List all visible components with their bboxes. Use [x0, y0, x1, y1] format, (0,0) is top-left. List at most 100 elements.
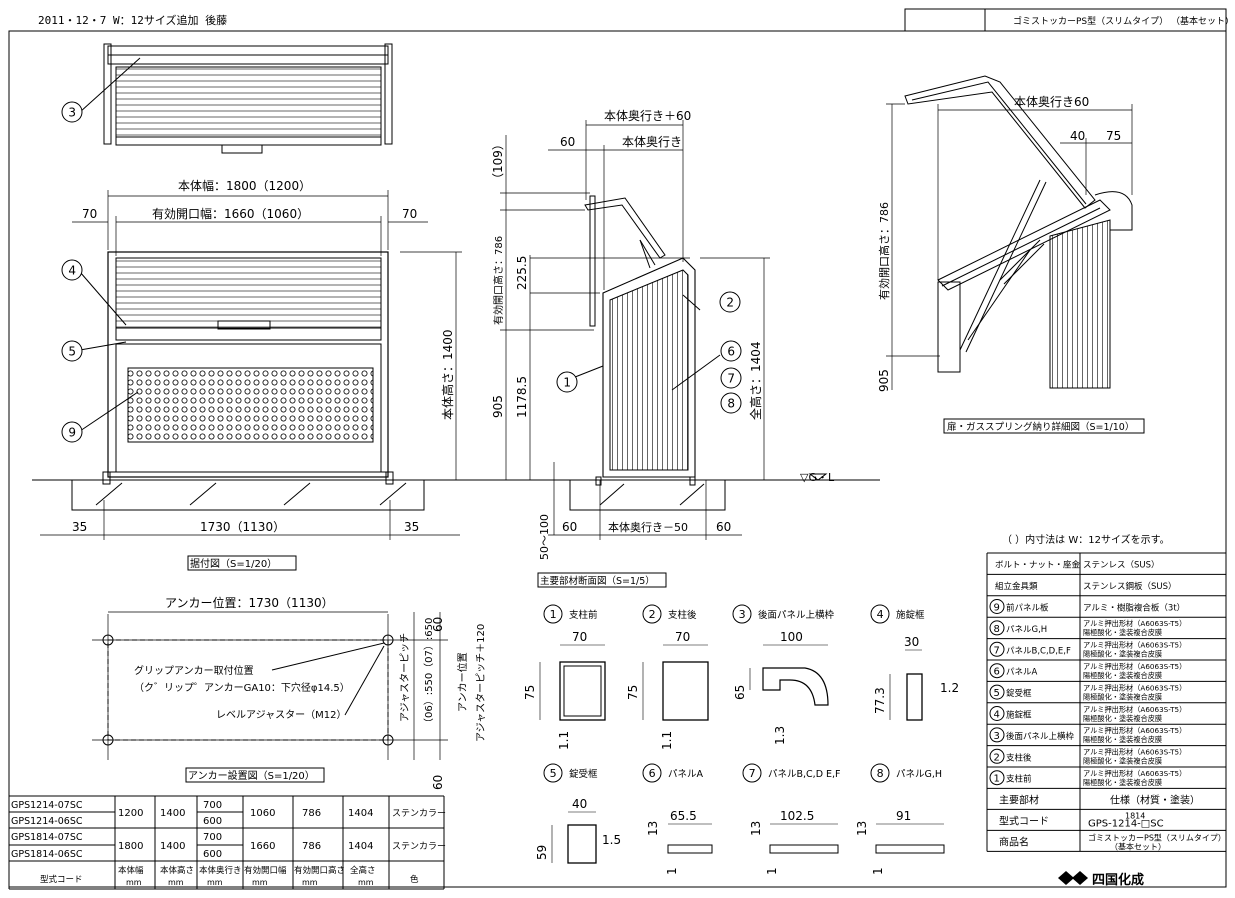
spec-row-number: 8: [994, 624, 1000, 635]
callout-number: 5: [68, 345, 76, 359]
spec-row-spec: アルミ押出形材（A6063S-T5）: [1083, 662, 1186, 671]
size-row-opening-width: 1660: [250, 841, 275, 852]
callout-number: 4: [68, 264, 76, 278]
spec-row-number: 9: [994, 603, 1000, 614]
detail-dimensions: [886, 103, 1133, 390]
spec-row-part: パネルB,C,D,E,F: [1006, 646, 1071, 656]
section-name: 支柱後: [668, 609, 697, 621]
section-height: 75: [523, 685, 537, 700]
sections-caption-box: [537, 572, 667, 588]
size-row-opening-height: 786: [302, 808, 321, 819]
sections-caption: 主要部材断面図（S=1/5）: [540, 575, 655, 587]
sheet-border: [8, 30, 1227, 888]
detail-caption-box: [943, 418, 1145, 434]
spec-row-part: ボルト・ナット・座金: [995, 560, 1081, 571]
section-thickness: 1.1: [557, 731, 571, 750]
spec-row-spec-2: 陽極酸化・塗装複合皮膜: [1083, 778, 1162, 787]
section-number: 5: [550, 767, 557, 780]
spec-row-spec-2: 陽極酸化・塗装複合皮膜: [1083, 650, 1162, 659]
spec-row-spec-2: 陽極酸化・塗装複合皮膜: [1083, 692, 1162, 701]
section-shapes: [559, 661, 945, 864]
side-view: [569, 195, 828, 511]
anchor-grip-label: グリップアンカー取付位置: [134, 664, 254, 677]
spec-row-part: 組立金具類: [995, 581, 1038, 592]
front-caption-box: [187, 555, 297, 571]
size-header-unit: mm: [207, 878, 223, 887]
front-anchor-span: 1730（1130）: [200, 520, 285, 534]
size-row-height: 1400: [160, 841, 185, 852]
adj-pitch-values: （06）:550（07）:650: [423, 618, 435, 728]
section-thickness: 1.3: [773, 726, 787, 745]
detail-caption: 扉・ガススプリング納り詳細図（S=1/10）: [947, 421, 1134, 433]
spec-row-part: パネルA: [1006, 668, 1038, 678]
side-dimensions: [500, 120, 770, 540]
section-width: 40: [572, 797, 587, 811]
size-header: 本体奥行き: [199, 865, 242, 876]
front-dimensions: [40, 190, 462, 540]
callout-number: 7: [727, 372, 735, 386]
front-opening-width: 有効開口幅：1660（1060）: [152, 206, 309, 221]
spec-row-spec: アルミ・樹脂複合板（3t）: [1083, 603, 1185, 614]
section-name: パネルB,C,D E,F: [768, 769, 841, 780]
front-overall-width: 本体幅：1800（1200）: [178, 178, 311, 193]
side-opening-height: 有効開口高さ：786: [492, 236, 505, 325]
section-label-2: 2 支柱後: [642, 604, 697, 624]
section-thickness: 1.1: [660, 731, 674, 750]
section-height: 13: [646, 821, 660, 836]
section-height: 65: [733, 685, 747, 700]
side-total-height: 全高さ：1404: [748, 341, 763, 420]
size-header-unit: mm: [252, 878, 268, 887]
side-dim-109: （109）: [491, 138, 505, 185]
anchor-dim-60-bottom: 60: [431, 775, 445, 790]
section-number: 3: [739, 608, 746, 621]
side-dim-11785: 1178.5: [515, 376, 529, 418]
size-row-code: GPS1214-07SC: [11, 800, 83, 811]
section-number: 2: [649, 608, 656, 621]
size-header: 型式コード: [40, 874, 83, 885]
side-depth-plus-60: 本体奥行き＋60: [604, 109, 691, 123]
section-height: 13: [749, 821, 763, 836]
size-row-color: ステンカラー: [392, 808, 446, 819]
section-height: 59: [535, 845, 549, 860]
anchor-caption: アンカー設置図（S=1/20）: [188, 769, 315, 782]
side-dim-60-bottom-left: 60: [562, 520, 577, 534]
section-width: 65.5: [670, 809, 697, 823]
spec-row-spec: ステンレス（SUS）: [1083, 560, 1160, 571]
size-row-code: GPS1214-06SC: [11, 816, 83, 827]
section-number: 6: [649, 767, 656, 780]
size-header-unit: mm: [302, 878, 318, 887]
callout-4: 4: [61, 259, 83, 281]
spec-note: （ ）内寸法は W：12サイズを示す。: [1002, 533, 1170, 546]
spec-row-number: 5: [994, 688, 1000, 699]
callout-3: 3: [61, 101, 83, 123]
size-header-unit: mm: [358, 878, 374, 887]
section-dim-lines: [539, 644, 944, 863]
side-dim-60: 60: [560, 135, 575, 149]
callout-number: 6: [727, 345, 735, 359]
section-name: 錠受框: [569, 768, 598, 780]
callout-9: 9: [61, 421, 83, 443]
spec-main-part-label: 主要部材: [999, 793, 1039, 806]
side-dim-2255: 225.5: [515, 256, 529, 290]
section-thickness: 1: [665, 867, 679, 875]
section-number: 1: [550, 608, 557, 621]
anchor-dim-60-top: 60: [431, 617, 445, 632]
date-note: 2011・12・7 W：12サイズ追加 後藤: [38, 13, 227, 27]
size-row-total-height: 1404: [348, 841, 373, 852]
section-dims-6: 65.5 13 1: [646, 809, 697, 875]
size-header: 有効開口幅: [244, 865, 287, 876]
section-width: 70: [572, 630, 587, 644]
section-name: パネルG,H: [896, 769, 942, 780]
side-dim-50-100: 50～100: [538, 514, 551, 560]
section-name: 後面パネル上横枠: [758, 609, 835, 621]
